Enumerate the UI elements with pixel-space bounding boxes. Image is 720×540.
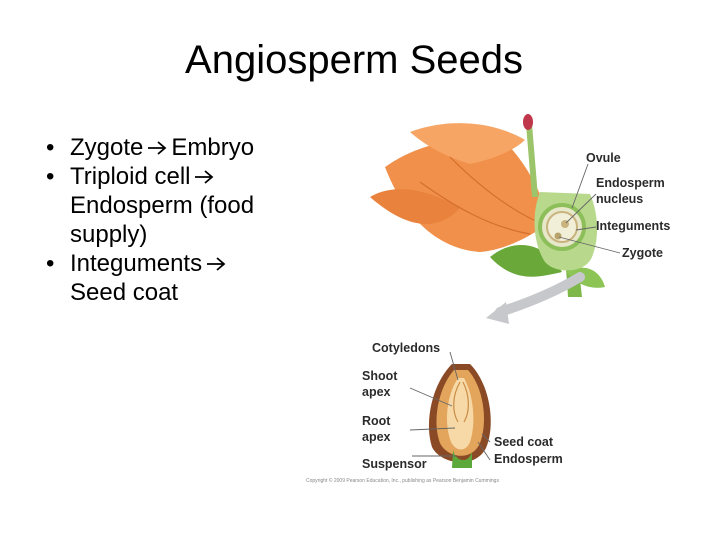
flower-sepal [566,267,605,288]
zygote [554,232,562,240]
cotyledon [462,381,469,423]
flower-petal [410,123,525,164]
seed-illustration [409,351,491,468]
bullet-zygote: • Zygote Embryo [46,133,306,162]
style [526,124,538,197]
suspensor [452,450,472,468]
bullet-dot: • [46,134,55,161]
bullet-integuments: • Integuments Seed coat [46,249,306,307]
development-arrowhead [486,302,509,324]
bullet-text: Embryo [171,134,255,161]
bullet-text: Zygote [70,134,144,161]
slide-title: Angiosperm Seeds [185,38,523,82]
right-arrow-icon [148,141,167,155]
bullet-triploid: • Triploid cell Endosperm (food supply) [46,162,306,249]
bullet-line: Endosperm (food [70,192,255,219]
label-zygote: Zygote [622,246,663,260]
label-root-apex-2: apex [362,430,391,444]
label-ovule: Ovule [586,151,621,165]
stigma [523,114,533,130]
label-shoot-apex-2: apex [362,385,391,399]
right-arrow-icon [195,170,214,184]
bullet-line: Zygote Embryo [70,133,306,162]
seed-development-diagram: Ovule Endosperm nucleus Integuments Zygo… [306,114,670,484]
bullet-line: Integuments [70,249,306,278]
cotyledon [453,381,461,423]
petal-vein [449,156,539,223]
embryo [446,378,474,450]
copyright-notice: Copyright © 2009 Pearson Education, Inc.… [306,477,499,484]
label-integuments: Integuments [596,219,670,233]
bullet-line: Seed coat [70,279,179,306]
bullet-text: Triploid cell [70,163,191,190]
bullet-line: Triploid cell [70,162,306,191]
leader-lines [558,163,621,254]
label-shoot-apex: Shoot [362,369,398,383]
label-cotyledons: Cotyledons [372,341,440,355]
label-endosperm-nucleus: Endosperm [596,176,665,190]
label-endosperm-nucleus-2: nucleus [596,192,643,206]
flower-petal [370,189,460,225]
leader-lines [409,351,491,461]
bullet-dot: • [46,250,55,277]
bullet-list: • Zygote Embryo • Triploid cell Endosperm… [46,133,306,307]
flower-illustration [370,114,621,324]
bullet-line: supply) [70,221,148,248]
label-root-apex: Root [362,414,391,428]
label-suspensor: Suspensor [362,457,427,471]
bullet-dot: • [46,163,55,190]
label-seed-coat: Seed coat [494,435,554,449]
bullet-text: Integuments [70,250,203,277]
label-endosperm: Endosperm [494,452,563,466]
right-arrow-icon [207,257,226,271]
development-arrow [495,272,585,317]
petal-vein [419,181,531,235]
